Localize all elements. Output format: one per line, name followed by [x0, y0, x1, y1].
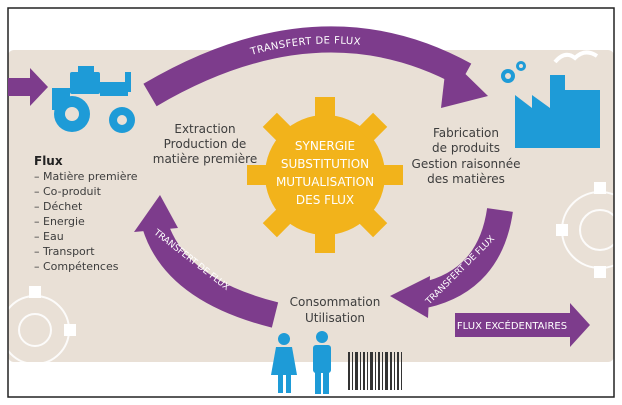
- frame-border: [7, 7, 615, 398]
- flux-item-dash: –: [34, 185, 40, 198]
- tractor-icon: [52, 66, 135, 133]
- center-line-3: MUTUALISATION: [276, 175, 374, 189]
- flux-item-5: Eau: [43, 230, 64, 243]
- center-line-1: SYNERGIE: [295, 139, 355, 153]
- flux-item-dash: –: [34, 215, 40, 228]
- smoke-icon: [553, 50, 599, 64]
- flux-list: Flux – Matière première – Co-produit – D…: [34, 154, 138, 273]
- factory-icon: [515, 75, 600, 148]
- flux-item-4: Energie: [43, 215, 85, 228]
- fabrication-line-2: de produits: [432, 141, 500, 155]
- center-line-2: SUBSTITUTION: [281, 157, 369, 171]
- consumption-line-2: Utilisation: [305, 311, 365, 325]
- fabrication-line-4: des matières: [427, 172, 505, 186]
- flux-item-1: Matière première: [43, 170, 138, 183]
- excess-flux-arrow: FLUX EXCÉDENTAIRES: [455, 303, 590, 347]
- central-gear: SYNERGIE SUBSTITUTION MUTUALISATION DES …: [247, 97, 403, 253]
- flux-list-items: – Matière première – Co-produit – Déchet…: [34, 170, 138, 273]
- flux-item-6: Transport: [42, 245, 95, 258]
- flux-item-2: Co-produit: [43, 185, 102, 198]
- barcode-icon: [348, 352, 402, 390]
- people-icon: [271, 331, 331, 394]
- extraction-line-2: Production de: [164, 137, 247, 151]
- fabrication-line-3: Gestion raisonnée: [412, 157, 521, 171]
- entry-arrow: [8, 68, 48, 106]
- excess-flux-label: FLUX EXCÉDENTAIRES: [457, 319, 567, 332]
- extraction-line-3: matière première: [153, 152, 257, 166]
- fabrication-text: Fabrication de produits Gestion raisonné…: [412, 126, 521, 186]
- flux-item-dash: –: [34, 260, 40, 273]
- flux-item-7: Compétences: [43, 260, 119, 273]
- flux-list-title: Flux: [34, 154, 63, 168]
- gears-icon: [501, 61, 526, 83]
- consumption-text: Consommation Utilisation: [290, 295, 381, 325]
- extraction-text: Extraction Production de matière premièr…: [153, 122, 257, 166]
- consumption-line-1: Consommation: [290, 295, 381, 309]
- top-transfer-arrow: TRANSFERT DE FLUX: [143, 26, 488, 108]
- extraction-line-1: Extraction: [174, 122, 235, 136]
- flux-item-dash: –: [34, 230, 40, 243]
- fabrication-line-1: Fabrication: [433, 126, 499, 140]
- flux-item-3: Déchet: [43, 200, 83, 213]
- flux-item-dash: –: [34, 170, 40, 183]
- flux-item-dash: –: [34, 245, 40, 258]
- flux-item-dash: –: [34, 200, 40, 213]
- center-line-4: DES FLUX: [296, 193, 354, 207]
